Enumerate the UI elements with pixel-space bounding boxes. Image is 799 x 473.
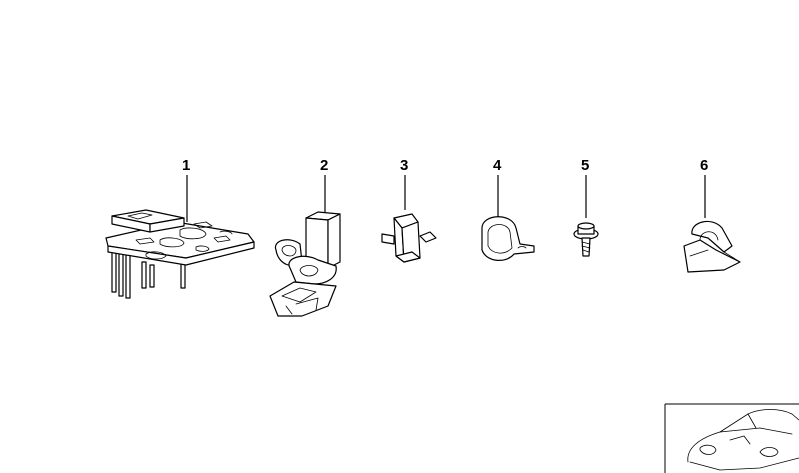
car-outline-icon [687, 409, 799, 471]
part-6-number: 6 [700, 157, 708, 174]
double-pipe-clip-icon [269, 211, 341, 317]
cable-holder-clip-icon [683, 220, 741, 273]
push-in-clip-icon [381, 213, 437, 263]
part-3[interactable]: 3 [381, 157, 437, 263]
part-4[interactable]: 4 [481, 157, 535, 261]
part-1[interactable]: 1 [105, 157, 255, 299]
car-thumbnail [664, 403, 799, 473]
plate-clip-holder-icon [105, 209, 255, 299]
part-2[interactable]: 2 [269, 157, 341, 317]
part-6[interactable]: 6 [683, 157, 741, 273]
part-3-number: 3 [400, 157, 408, 174]
part-4-number: 4 [493, 157, 502, 174]
part-2-number: 2 [320, 157, 328, 174]
screw-with-washer-icon [573, 222, 599, 257]
part-1-number: 1 [182, 157, 190, 174]
part-5-number: 5 [581, 157, 589, 174]
part-5[interactable]: 5 [573, 157, 599, 257]
hose-clamp-icon [481, 216, 535, 261]
